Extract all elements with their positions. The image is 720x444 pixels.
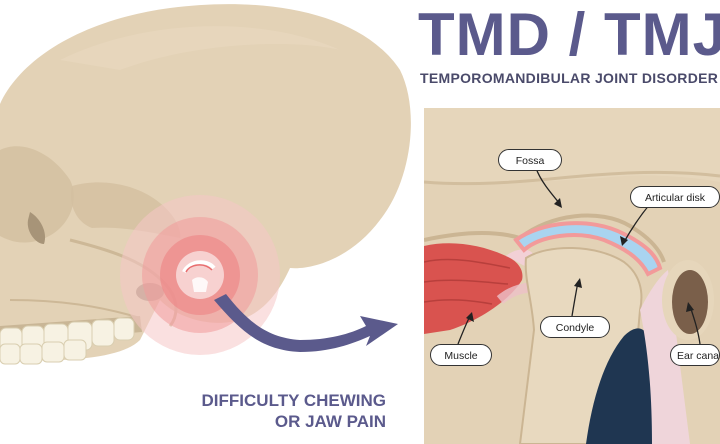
caption-line-1: DIFFICULTY CHEWING [201,391,386,410]
label-ear-canal: Ear canal [670,344,720,366]
label-condyle: Condyle [540,316,610,338]
articular-disk [513,221,663,277]
orbit-shading [0,146,74,243]
ear-canal [672,270,708,334]
joint-detail-panel [424,108,720,444]
label-fossa: Fossa [498,149,562,171]
label-articular-disk: Articular disk [630,186,720,208]
inflammation-glow [120,195,280,355]
label-muscle: Muscle [430,344,492,366]
skull-shape [0,4,411,361]
caption-line-2: OR JAW PAIN [274,412,386,431]
skull-illustration [0,4,411,365]
page-subtitle: TEMPOROMANDIBULAR JOINT DISORDER [420,70,719,86]
connector-arrow [214,294,398,352]
teeth [0,316,142,365]
symptom-caption: DIFFICULTY CHEWING OR JAW PAIN [150,390,386,432]
page-title: TMD / TMJ [418,1,720,68]
